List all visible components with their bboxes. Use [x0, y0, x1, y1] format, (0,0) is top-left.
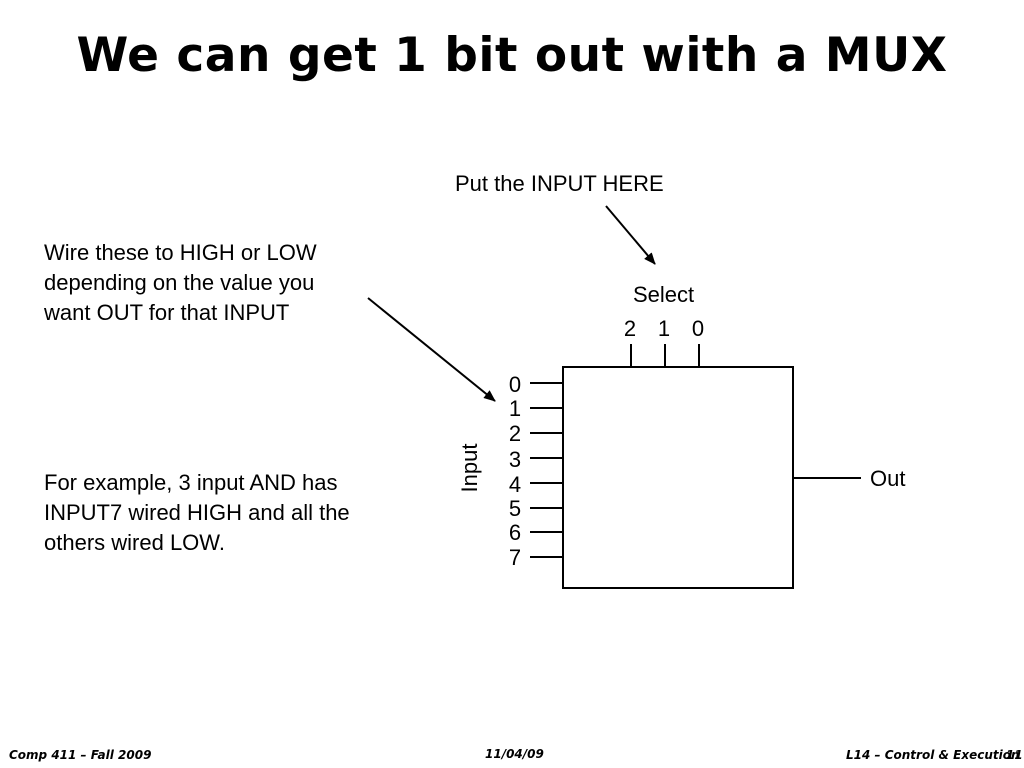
mux-box: [562, 366, 794, 589]
annotation-line: depending on the value you: [44, 270, 315, 295]
annotation-line: INPUT7 wired HIGH and all the: [44, 500, 350, 525]
select-bit-label: 1: [657, 316, 671, 341]
input-number-label: 2: [508, 421, 522, 446]
annotation-line: want OUT for that INPUT: [44, 300, 290, 325]
footer-course: Comp 411 – Fall 2009: [9, 748, 152, 762]
input-number-label: 6: [508, 520, 522, 545]
select-bit-label: 0: [691, 316, 705, 341]
select-bit-label: 2: [623, 316, 637, 341]
output-label: Out: [870, 466, 906, 491]
input-number-label: 7: [508, 545, 522, 570]
input-number-label: 0: [508, 372, 522, 397]
put-input-annotation: Put the INPUT HERE: [455, 171, 664, 196]
annotation-line: For example, 3 input AND has: [44, 470, 338, 495]
input-number-label: 4: [508, 472, 522, 497]
input-number-label: 5: [508, 496, 522, 521]
footer-lecture: L14 – Control & Execution: [846, 748, 1020, 762]
input-number-label: 3: [508, 447, 522, 472]
input-number-label: 1: [508, 396, 522, 421]
select-label: Select: [633, 282, 695, 307]
input-wires: [530, 382, 563, 558]
select-arrow: [605, 205, 656, 265]
footer-page-number: 11: [1006, 748, 1023, 762]
slide-title: We can get 1 bit out with a MUX: [76, 28, 948, 83]
annotation-line: others wired LOW.: [44, 530, 225, 555]
footer-date: 11/04/09: [485, 747, 544, 761]
annotation-line: Wire these to HIGH or LOW: [44, 240, 317, 265]
wire-these-annotation: Wire these to HIGH or LOW depending on t…: [44, 238, 317, 328]
example-annotation: For example, 3 input AND has INPUT7 wire…: [44, 468, 350, 558]
select-wires: [630, 344, 700, 367]
inputs-arrow: [367, 297, 496, 402]
